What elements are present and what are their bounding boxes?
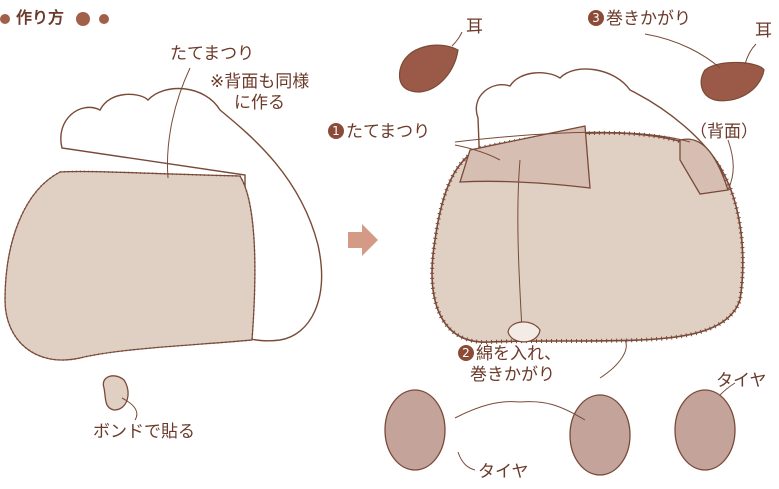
bullet-dot-icon [75, 11, 90, 26]
ear-left [398, 44, 459, 93]
bullet-dot-icon [0, 13, 10, 24]
label-back: （背面） [690, 122, 758, 142]
label-bond: ボンドで貼る [93, 422, 195, 442]
label-same-back-1: ※背面も同様 [210, 72, 310, 92]
center-seam [517, 159, 523, 331]
main-body-stitches [430, 130, 745, 345]
right-figure [398, 31, 765, 379]
ear-left-leader [451, 31, 463, 47]
ear-right-leader [744, 43, 757, 65]
tire-left [384, 389, 446, 471]
tire-middle [569, 394, 631, 476]
header-title: 作り方 [16, 8, 65, 27]
label-step2-line2: 巻きかがり [470, 365, 555, 385]
back-piece-outline [60, 87, 323, 342]
step3-leader [644, 33, 721, 69]
tires [384, 382, 736, 476]
label-same-back-2: に作る [234, 93, 285, 113]
stitch-leader-line [166, 67, 191, 179]
label-tire-bottom: タイヤ [478, 462, 529, 482]
step1-text: たてまつり [346, 122, 431, 142]
tire-right [674, 389, 736, 471]
front-body-outline [4, 170, 256, 361]
left-flap [459, 125, 591, 189]
arrow-right-icon [348, 224, 378, 256]
tire-leader-bottom [457, 451, 476, 471]
step1-leader-left [454, 144, 501, 161]
step-number-icon: 1 [328, 123, 344, 139]
section-header: 作り方 [0, 4, 110, 28]
left-figure [4, 67, 323, 421]
step1-leader-right [454, 131, 691, 143]
step-number-icon: 2 [458, 345, 474, 361]
front-body-piece [4, 170, 256, 361]
right-flap [679, 138, 729, 195]
back-leader [727, 139, 734, 191]
label-ear-left: 耳 [466, 17, 483, 37]
bullet-dot-icon [99, 13, 110, 24]
step2-text-line1: 綿を入れ、 [476, 344, 562, 364]
step2-leader [599, 339, 627, 379]
label-tire-right: タイヤ [716, 371, 767, 391]
label-tatematsuri: たてまつり [170, 44, 255, 64]
ear-right [700, 61, 765, 102]
tire-leader-middle [519, 401, 586, 421]
step-number-icon: 3 [588, 10, 604, 26]
tire-leader-left [454, 401, 521, 419]
bond-leader-line [121, 397, 138, 421]
label-ear-right: 耳 [755, 21, 772, 41]
tire-leader-right [719, 382, 736, 396]
bottom-bump [507, 321, 541, 343]
bond-part [102, 375, 129, 411]
step3-text: 巻きかがり [606, 9, 691, 29]
